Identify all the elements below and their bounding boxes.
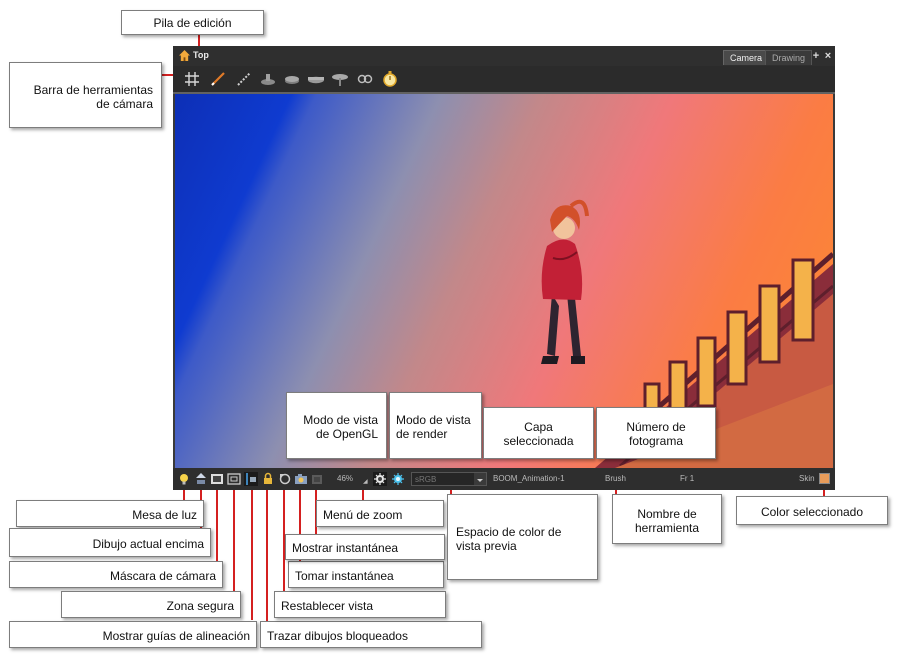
leader-camera-mask bbox=[216, 478, 218, 561]
leader-take-snapshot bbox=[299, 478, 301, 562]
grid-icon[interactable] bbox=[183, 70, 201, 88]
stack-icon[interactable] bbox=[283, 70, 301, 88]
alignment-guides-icon[interactable] bbox=[244, 472, 258, 486]
callout-locked-drawings: Trazar dibujos bloqueados bbox=[260, 621, 482, 648]
render-icon[interactable] bbox=[391, 472, 405, 486]
camera-toolbar bbox=[173, 66, 835, 94]
camera-view-window: Top Camera Drawing + × bbox=[173, 46, 835, 490]
selected-color-swatch[interactable] bbox=[819, 473, 830, 484]
callout-preview-color-space: Espacio de color de vista previa bbox=[447, 494, 598, 580]
callout-tool-name: Nombre de herramienta bbox=[612, 494, 722, 544]
callout-opengl-mode: Modo de vista de OpenGL bbox=[286, 392, 387, 459]
callout-alignment-guides: Mostrar guías de alineación bbox=[9, 621, 257, 648]
layer-icon[interactable] bbox=[307, 70, 325, 88]
drawing-on-top-icon[interactable] bbox=[194, 472, 208, 486]
camera-mask-icon[interactable] bbox=[210, 472, 224, 486]
callout-take-snapshot: Tomar instantánea bbox=[288, 561, 444, 588]
lock-icon[interactable] bbox=[261, 472, 275, 486]
callout-zoom-menu: Menú de zoom bbox=[316, 500, 444, 527]
edit-stack-title[interactable]: Top bbox=[193, 50, 209, 60]
pegs-icon[interactable] bbox=[331, 70, 349, 88]
palette-name: Skin bbox=[799, 474, 815, 483]
opengl-icon[interactable] bbox=[373, 472, 387, 486]
brush-pencil-icon[interactable] bbox=[209, 70, 227, 88]
view-statusbar: 46% ◢ sRGB BOOM_Animation-1 Brush Fr 1 S… bbox=[173, 468, 835, 490]
home-icon[interactable] bbox=[179, 50, 190, 61]
callout-render-mode: Modo de vista de render bbox=[389, 392, 482, 459]
callout-selected-layer: Capa seleccionada bbox=[483, 407, 594, 459]
leader-locked-drawings bbox=[266, 478, 268, 623]
tab-camera[interactable]: Camera bbox=[723, 50, 770, 65]
zoom-dropdown-arrow[interactable]: ◢ bbox=[363, 479, 368, 485]
ruler-icon[interactable] bbox=[235, 70, 253, 88]
leader-safe-area bbox=[233, 478, 235, 591]
tool-name: Brush bbox=[605, 474, 626, 483]
leader-alignment-guides bbox=[251, 478, 253, 620]
callout-camera-toolbar: Barra de herramientas de cámara bbox=[9, 62, 162, 128]
callout-show-snapshot: Mostrar instantánea bbox=[285, 534, 445, 560]
callout-selected-color: Color seleccionado bbox=[736, 496, 888, 525]
safe-area-icon[interactable] bbox=[227, 472, 241, 486]
callout-camera-mask: Máscara de cámara bbox=[9, 561, 223, 588]
light-bulb-icon[interactable] bbox=[177, 472, 191, 486]
color-space-value: sRGB bbox=[415, 475, 437, 484]
onion-skin-icon[interactable] bbox=[259, 70, 277, 88]
zoom-menu[interactable]: 46% bbox=[337, 474, 354, 483]
leader-edit-stack bbox=[198, 34, 200, 50]
leader-reset-view bbox=[283, 478, 285, 592]
preview-color-space-select[interactable]: sRGB bbox=[411, 472, 487, 486]
callout-frame-number: Número de fotograma bbox=[596, 407, 716, 459]
callout-light-table: Mesa de luz bbox=[16, 500, 204, 527]
callout-drawing-on-top: Dibujo actual encima bbox=[9, 528, 211, 557]
camera-viewport[interactable] bbox=[175, 94, 833, 468]
leader-camera-toolbar bbox=[160, 74, 180, 76]
snapshot-icon[interactable] bbox=[294, 472, 308, 486]
reset-view-icon[interactable] bbox=[278, 472, 292, 486]
stopwatch-icon[interactable] bbox=[381, 70, 399, 88]
frame-number: Fr 1 bbox=[680, 474, 695, 483]
chevron-down-icon bbox=[474, 473, 486, 485]
add-view-icon[interactable]: + bbox=[812, 50, 820, 62]
selected-layer-name: BOOM_Animation-1 bbox=[493, 474, 565, 483]
callout-reset-view: Restablecer vista bbox=[274, 591, 446, 618]
callout-safe-area: Zona segura bbox=[61, 591, 241, 618]
show-snapshot-icon[interactable] bbox=[310, 472, 324, 486]
character bbox=[541, 199, 589, 364]
link-icon[interactable] bbox=[356, 70, 374, 88]
callout-edit-stack: Pila de edición bbox=[121, 10, 264, 35]
view-titlebar: Top Camera Drawing + × bbox=[173, 46, 835, 66]
close-icon[interactable]: × bbox=[824, 50, 832, 62]
tab-drawing[interactable]: Drawing bbox=[765, 50, 813, 65]
